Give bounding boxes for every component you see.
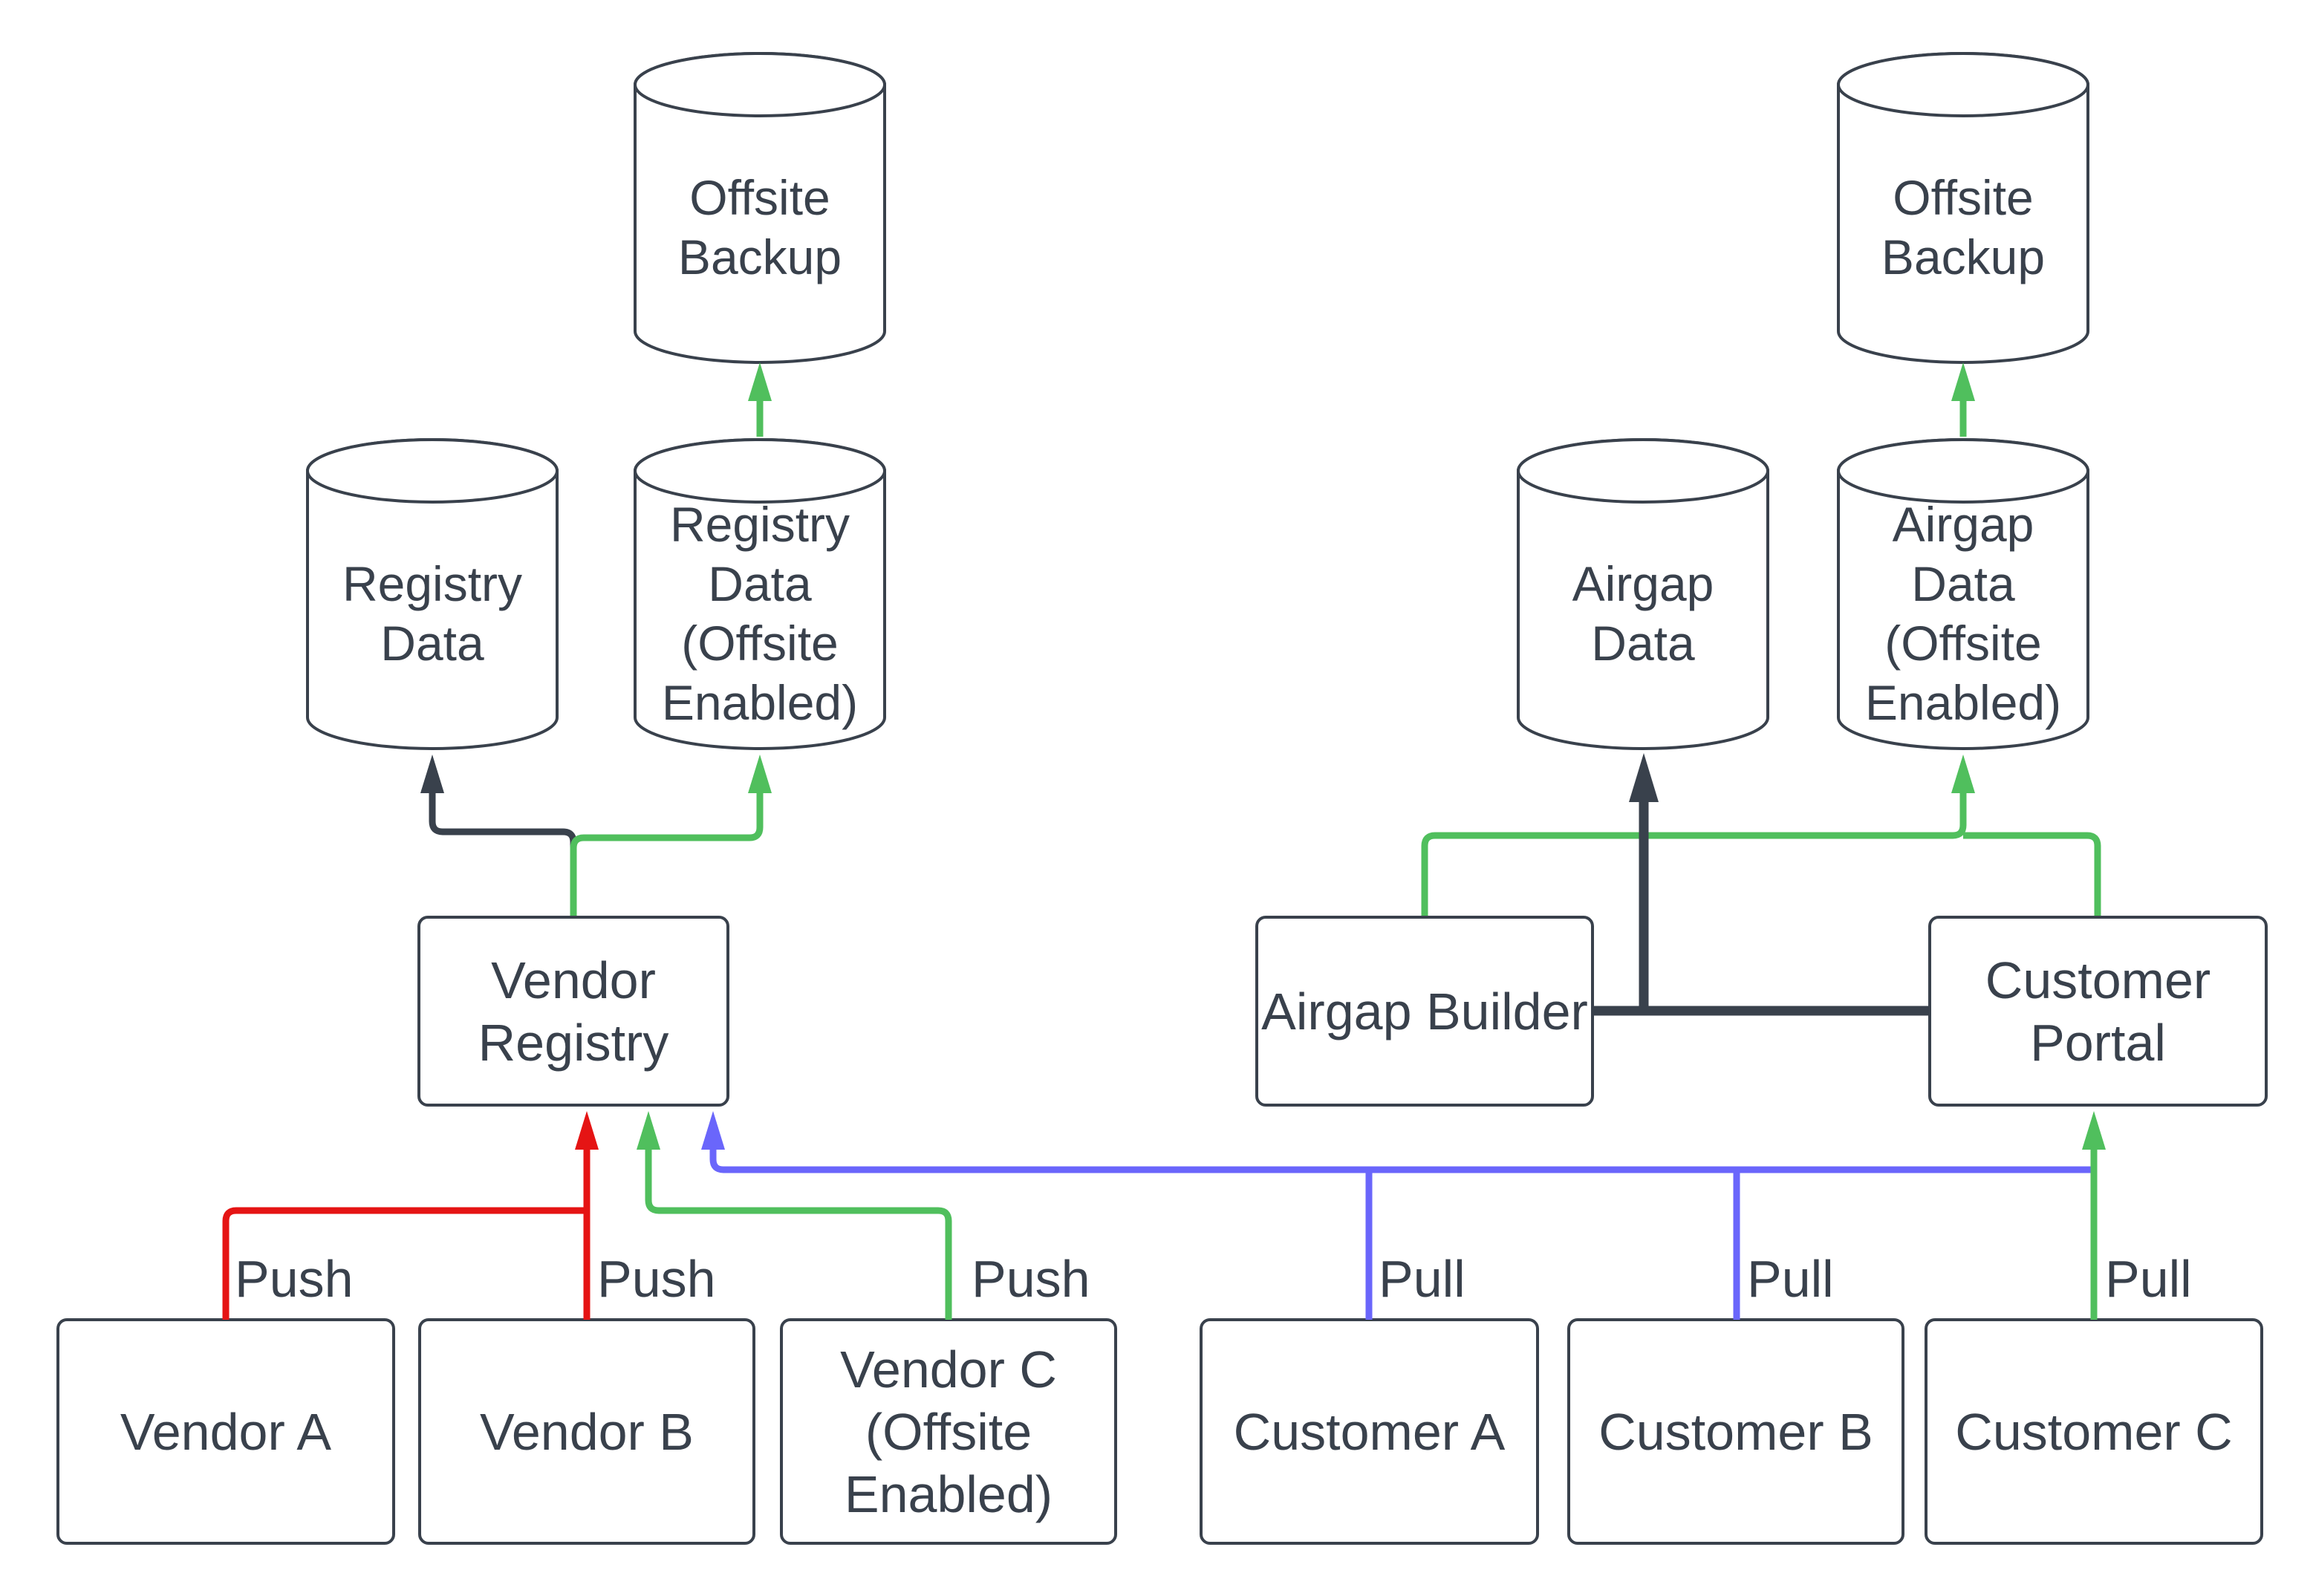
edge-label-push-vendor-c: Push <box>972 1250 1090 1308</box>
arrowhead-green <box>2082 1111 2106 1150</box>
cylinder-shape <box>634 52 886 364</box>
edge-label-pull-customer-c: Pull <box>2105 1250 2192 1308</box>
edge-customer-portal-to-airgap-data-offsite <box>1963 832 2101 916</box>
node-label: Registry Data <box>342 556 523 671</box>
edge-customer-a-to-vendor-registry <box>701 1111 2091 1173</box>
node-customer-portal: Customer Portal <box>1928 916 2268 1107</box>
node-airgap-builder: Airgap Builder <box>1255 916 1594 1107</box>
node-label: Vendor B <box>480 1402 694 1461</box>
cylinder-shape <box>1837 52 2089 364</box>
node-label: Registry Data (Offsite Enabled) <box>661 497 859 730</box>
node-label: Airgap Data <box>1572 556 1714 671</box>
node-label: Airgap Data (Offsite Enabled) <box>1864 497 2062 730</box>
edge-airgap-data-offsite-to-offsite-backup-right <box>1951 362 1975 437</box>
edge-label-pull-customer-a: Pull <box>1379 1250 1465 1308</box>
arrowhead-green <box>1951 362 1975 401</box>
node-customer-a: Customer A <box>1200 1318 1539 1545</box>
node-label: Customer Portal <box>1985 951 2211 1072</box>
edge-customer-c-to-customer-portal <box>2082 1111 2106 1320</box>
edge-label-pull-customer-b: Pull <box>1747 1250 1834 1308</box>
cylinder-shape <box>306 438 559 750</box>
edge-vendor-registry-to-registry-data <box>420 755 577 916</box>
cylinder-shape <box>634 438 886 750</box>
arrowhead-dark <box>420 755 444 793</box>
arrowhead-green <box>748 362 772 401</box>
node-registry-data-offsite: Registry Data (Offsite Enabled) <box>634 438 886 750</box>
arrowhead-green <box>637 1111 660 1150</box>
cylinder-shape <box>1837 438 2089 750</box>
node-airgap-data: Airgap Data <box>1517 438 1769 750</box>
cylinder-shape <box>1517 438 1769 750</box>
edge-airgap-builder-to-airgap-data-offsite <box>1421 755 1975 916</box>
node-label: Vendor A <box>120 1402 332 1461</box>
node-registry-data: Registry Data <box>306 438 559 750</box>
node-vendor-c: Vendor C (Offsite Enabled) <box>780 1318 1117 1545</box>
node-vendor-registry: Vendor Registry <box>417 916 729 1107</box>
arrowhead-green <box>1951 755 1975 793</box>
edge-customer-portal-to-airgap-data <box>1629 753 1659 1011</box>
node-offsite-backup-left: Offsite Backup <box>634 52 886 364</box>
edge-label-push-vendor-a: Push <box>235 1250 354 1308</box>
arrowhead-green <box>748 755 772 793</box>
edge-label-push-vendor-b: Push <box>597 1250 716 1308</box>
node-label: Vendor Registry <box>478 951 669 1072</box>
node-offsite-backup-right: Offsite Backup <box>1837 52 2089 364</box>
arrowhead-red <box>575 1111 599 1150</box>
node-label: Vendor C (Offsite Enabled) <box>840 1340 1057 1523</box>
node-customer-c: Customer C <box>1925 1318 2263 1545</box>
arrowhead-dark <box>1629 753 1659 802</box>
edge-registry-data-offsite-to-offsite-backup-left <box>748 362 772 437</box>
edge-vendor-b-to-vendor-registry <box>575 1111 599 1320</box>
node-label: Customer C <box>1955 1402 2233 1461</box>
node-label: Offsite Backup <box>677 170 842 284</box>
arrowhead-blue <box>701 1111 725 1150</box>
node-vendor-a: Vendor A <box>56 1318 395 1545</box>
node-airgap-data-offsite: Airgap Data (Offsite Enabled) <box>1837 438 2089 750</box>
node-label: Customer A <box>1233 1402 1506 1461</box>
node-label: Customer B <box>1598 1402 1873 1461</box>
node-vendor-b: Vendor B <box>418 1318 755 1545</box>
node-customer-b: Customer B <box>1567 1318 1904 1545</box>
node-label: Offsite Backup <box>1881 170 2046 284</box>
node-label: Airgap Builder <box>1261 982 1588 1040</box>
edge-vendor-registry-to-registry-data-offsite <box>570 755 772 916</box>
